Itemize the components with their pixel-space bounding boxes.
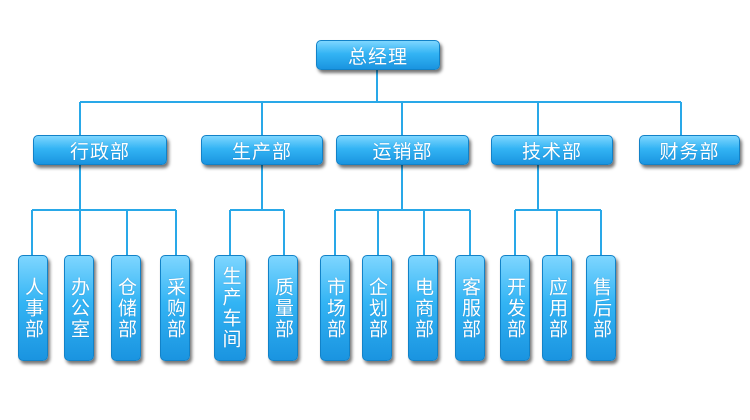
node-sub-planning: 企划部 <box>362 255 392 361</box>
node-sub-purchasing: 采购部 <box>160 255 190 361</box>
node-sub-application: 应用部 <box>542 255 572 361</box>
node-general-manager: 总经理 <box>316 40 440 70</box>
node-sub-development: 开发部 <box>500 255 530 361</box>
node-sub-ecommerce: 电商部 <box>408 255 438 361</box>
node-dept-admin: 行政部 <box>33 135 167 165</box>
node-dept-finance: 财务部 <box>639 135 740 165</box>
node-dept-technology: 技术部 <box>491 135 613 165</box>
node-sub-office: 办公室 <box>64 255 94 361</box>
node-sub-workshop: 生产车间 <box>214 255 246 361</box>
node-sub-after-sales: 售后部 <box>586 255 616 361</box>
node-dept-production: 生产部 <box>201 135 323 165</box>
node-dept-sales-transport: 运销部 <box>336 135 469 165</box>
node-sub-warehouse: 仓储部 <box>111 255 141 361</box>
node-sub-market: 市场部 <box>320 255 350 361</box>
node-sub-customer-service: 客服部 <box>455 255 485 361</box>
node-sub-quality: 质量部 <box>268 255 298 361</box>
node-sub-hr: 人事部 <box>18 255 48 361</box>
